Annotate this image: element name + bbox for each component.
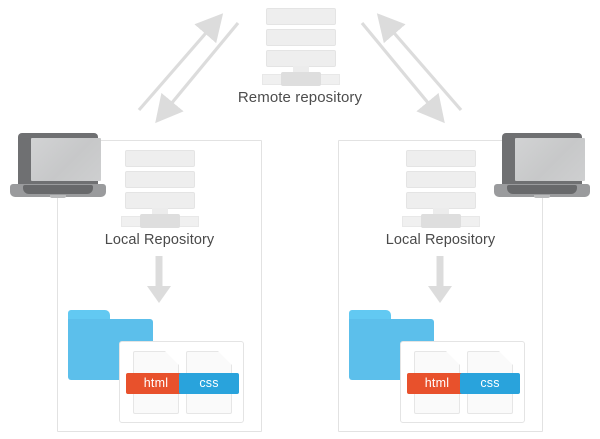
server-unit [266,29,336,46]
server-base-wing-right [458,216,480,227]
remote-server-icon [262,8,340,86]
server-unit [125,150,195,167]
file-type-band-css: css [460,373,520,394]
server-base [140,214,180,228]
server-base [421,214,461,228]
file-fold-corner [218,351,232,365]
arrow-down-left [147,256,171,303]
server-unit [125,171,195,188]
file-type-band-css: css [179,373,239,394]
file-fold-corner [165,351,179,365]
server-neck [152,208,168,217]
workspace-panel-right [338,140,543,432]
file-type-band-html: html [126,373,186,394]
file-icon-html-left: html [126,351,186,414]
server-base-wing-right [318,74,340,85]
laptop-screen [515,138,585,181]
laptop-notch [534,195,550,198]
server-unit [406,150,476,167]
file-fold-corner [499,351,513,365]
server-unit [406,192,476,209]
arrow-remote-to-down-right [360,21,445,124]
file-icon-css-left: css [179,351,239,414]
server-base-wing-right [177,216,199,227]
server-unit [266,50,336,67]
local-server-icon-right [402,150,480,228]
laptop-icon-left [10,133,106,201]
server-base [281,72,321,86]
laptop-icon-right [494,133,590,201]
remote-repository-label: Remote repository [237,89,363,106]
local-repository-label-right: Local Repository [385,232,496,248]
server-neck [293,66,309,75]
arrow-up-left-to-remote [137,13,224,112]
laptop-lid [18,133,101,186]
server-neck [433,208,449,217]
local-server-icon-left [121,150,199,228]
laptop-deck [507,185,577,194]
files-panel-right: html css [400,341,525,423]
arrow-down-right [428,256,452,303]
file-type-band-html: html [407,373,467,394]
laptop-notch [50,195,66,198]
arrow-up-right-to-remote [376,13,463,112]
laptop-screen [31,138,101,181]
server-unit [406,171,476,188]
folder-tab [349,310,391,321]
file-icon-html-right: html [407,351,467,414]
laptop-deck [23,185,93,194]
file-icon-css-right: css [460,351,520,414]
arrow-remote-to-down-left [155,21,240,124]
local-repository-label-left: Local Repository [104,232,215,248]
laptop-lid [502,133,585,186]
folder-tab [68,310,110,321]
server-unit [125,192,195,209]
files-panel-left: html css [119,341,244,423]
file-fold-corner [446,351,460,365]
server-unit [266,8,336,25]
workspace-panel-left [57,140,262,432]
